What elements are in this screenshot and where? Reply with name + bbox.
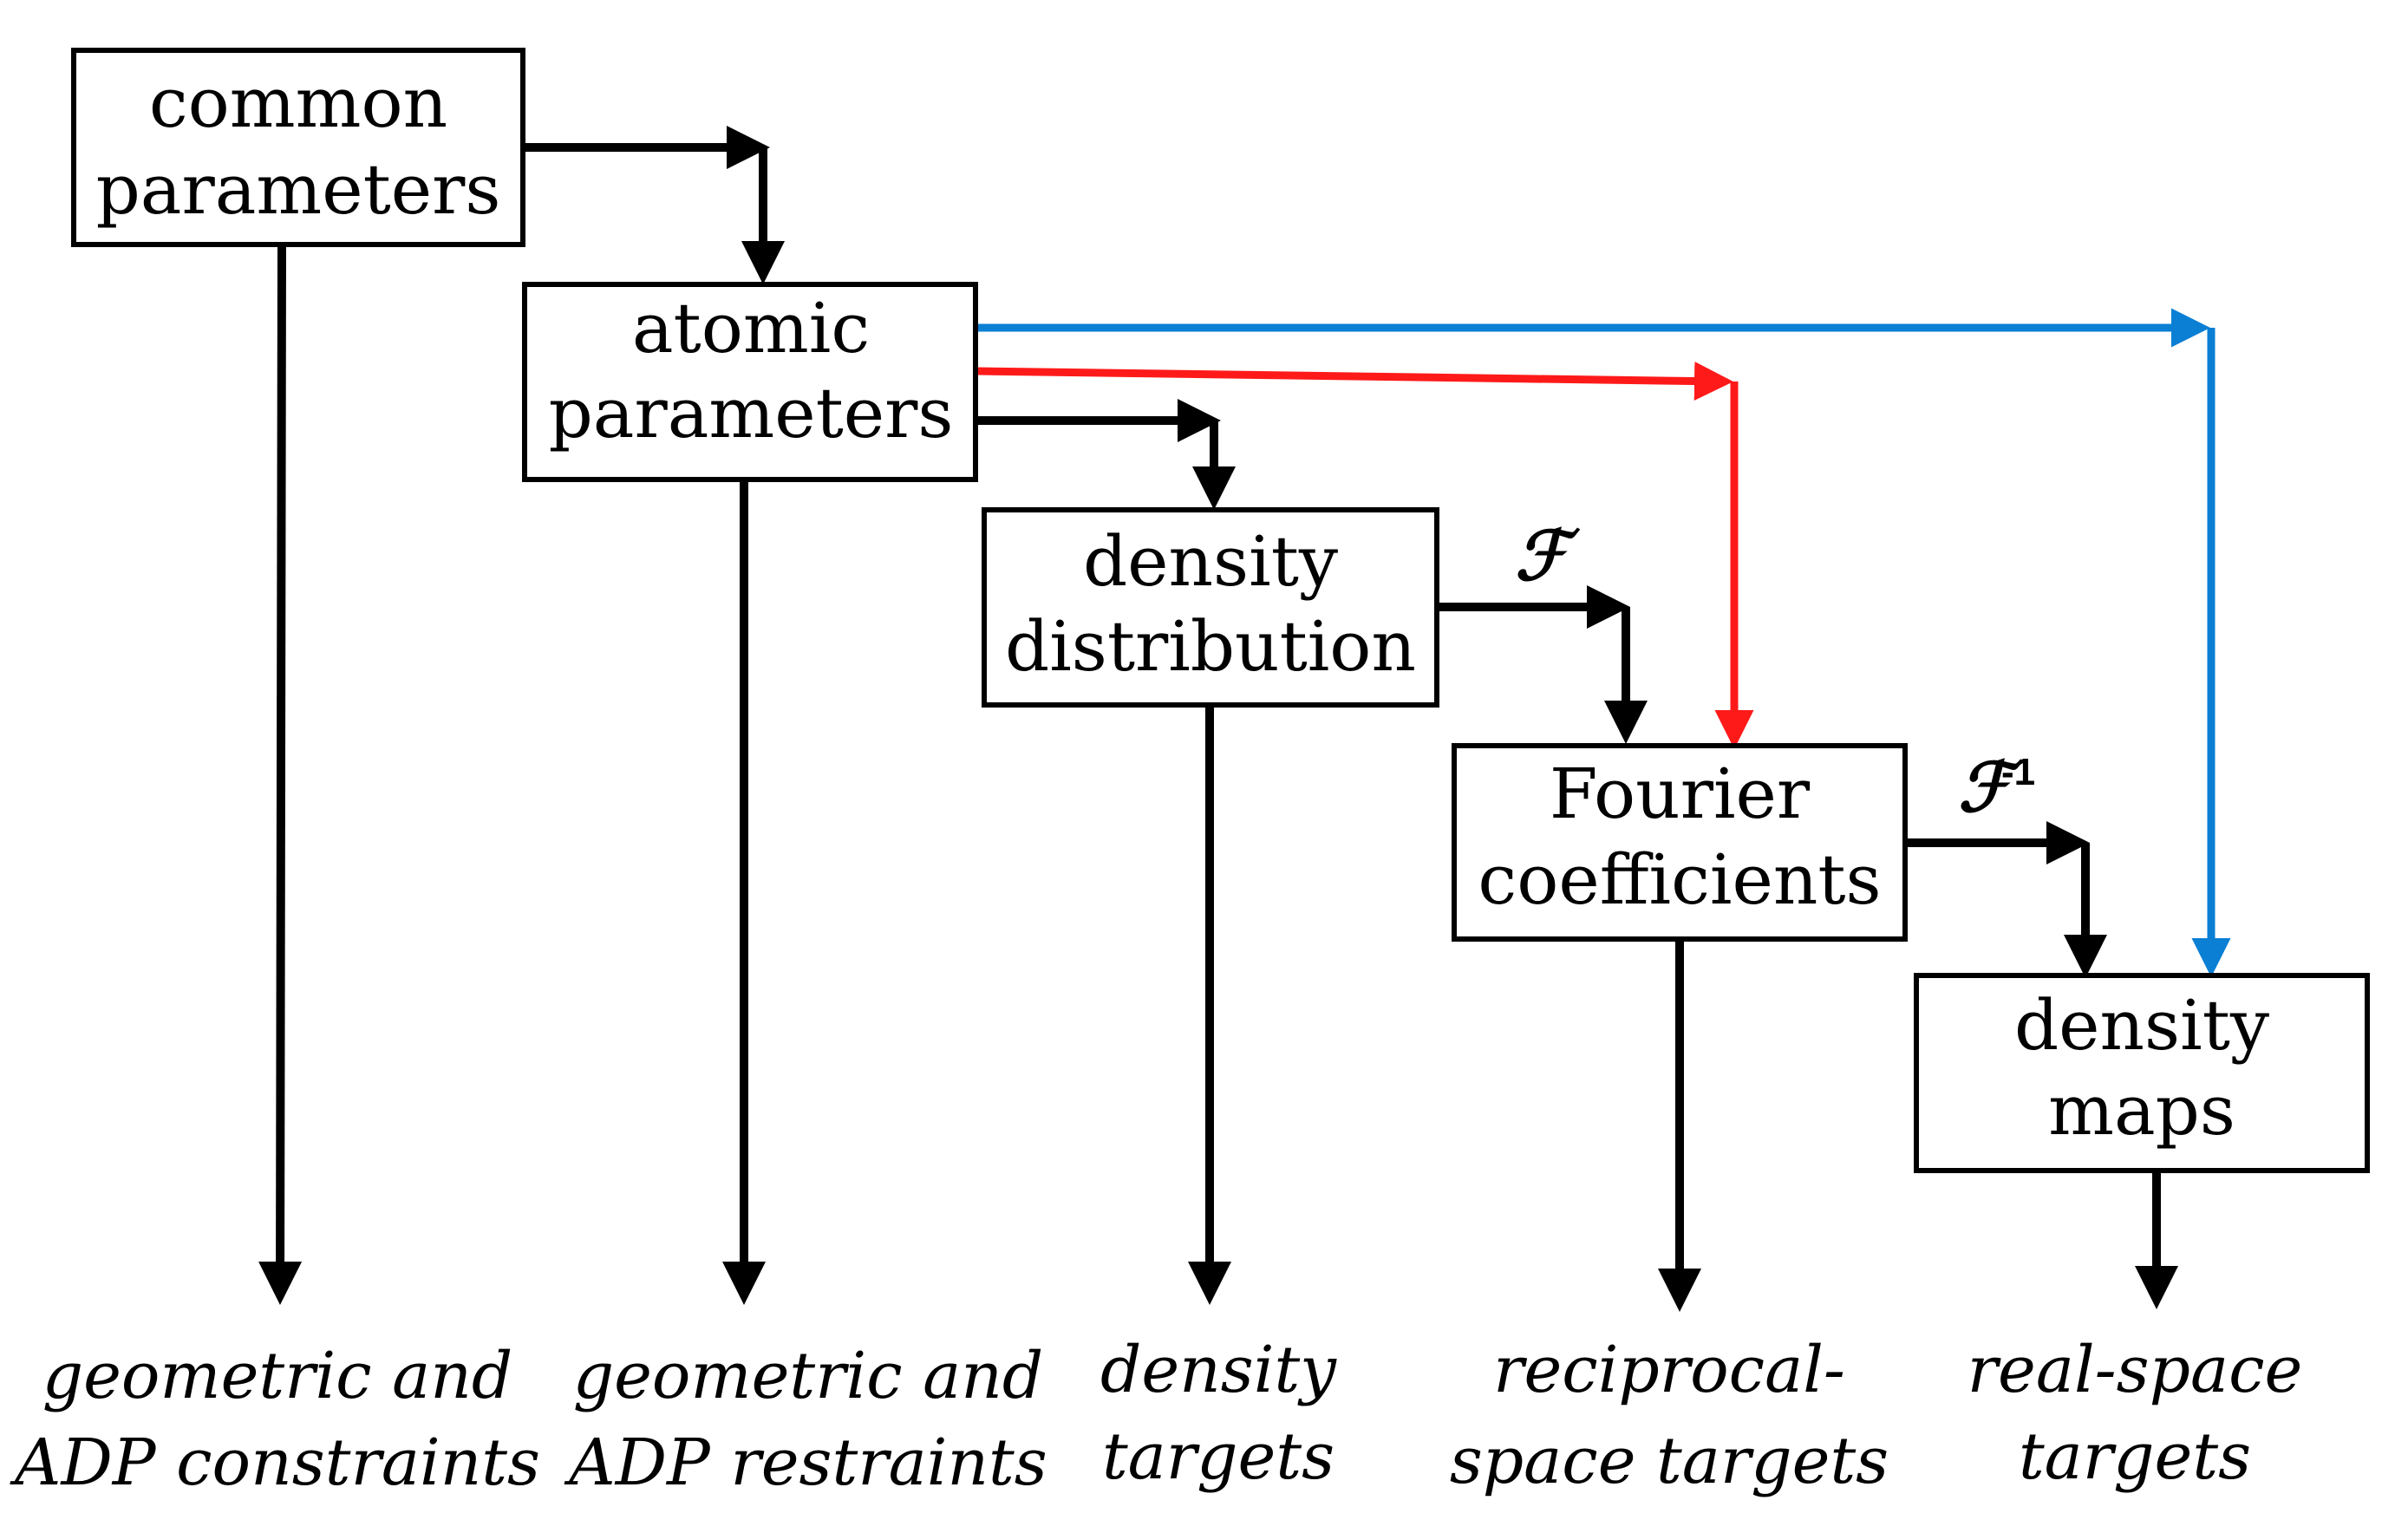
atomic-parameters-box: atomic parameters [522,282,978,482]
inverse-fourier-transform-label: ℱ -1 [1958,748,2035,827]
target-density-line2: targets [1102,1419,1335,1494]
arrow-atomic-to-fourier-red [976,362,1733,401]
target-realspace: real-space targets [1968,1333,2303,1494]
target-reciprocal: reciprocal- space targets [1450,1333,1889,1498]
atomic-parameters-line1: atomic [632,288,870,369]
fourier-coefficients-line1: Fourier [1550,753,1811,834]
inverse-superscript: -1 [2001,751,2035,793]
density-maps-line2: maps [2048,1070,2235,1151]
target-density: density targets [1100,1333,1337,1494]
density-maps-box: density maps [1914,973,2370,1173]
arrow-common-to-constraints [258,244,303,1305]
density-distribution-line2: distribution [1005,606,1416,687]
target-constraints-line2: ADP constraints [10,1425,540,1500]
common-parameters-box: common parameters [71,48,525,247]
target-density-line1: density [1100,1333,1337,1407]
fourier-coefficients-line2: coefficients [1478,839,1881,920]
target-constraints-line1: geometric and [42,1339,513,1413]
target-realspace-line1: real-space [1968,1333,2303,1407]
fourier-transform-symbol: ℱ [1515,517,1581,596]
common-parameters-line1: common [149,62,447,143]
target-restraints: geometric and ADP restraints [564,1339,1047,1500]
target-realspace-line2: targets [2019,1419,2251,1494]
density-distribution-box: density distribution [982,507,1439,708]
common-parameters-line2: parameters [96,149,501,230]
target-reciprocal-line1: reciprocal- [1493,1333,1845,1407]
target-reciprocal-line2: space targets [1450,1424,1889,1498]
target-restraints-line1: geometric and [573,1339,1044,1413]
target-restraints-line2: ADP restraints [564,1425,1047,1500]
density-distribution-line1: density [1083,521,1338,602]
fourier-coefficients-box: Fourier coefficients [1452,743,1908,942]
density-maps-line1: density [2014,985,2269,1066]
target-constraints: geometric and ADP constraints [10,1339,540,1500]
atomic-parameters-line2: parameters [549,373,954,453]
